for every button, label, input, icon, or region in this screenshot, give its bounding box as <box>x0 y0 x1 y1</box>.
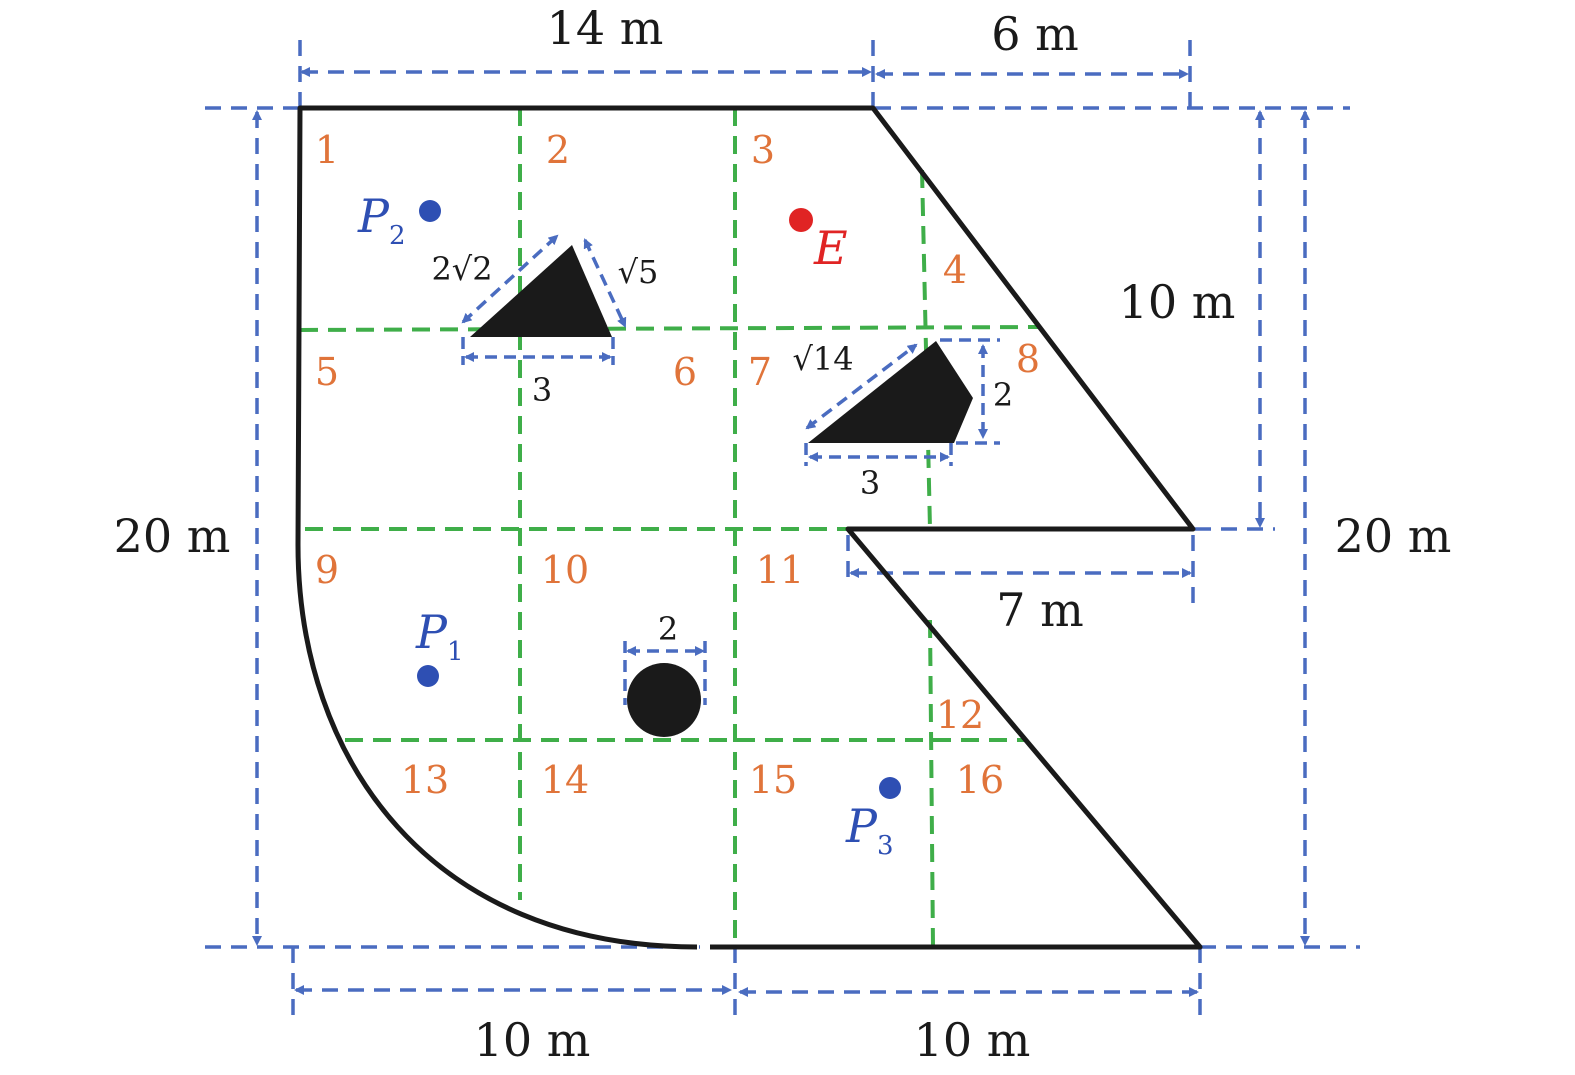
evader-e-label: E <box>813 221 848 275</box>
pursuer-p3-label: P3 <box>845 799 894 861</box>
label-20m-right: 20 m <box>1335 509 1452 563</box>
map-boundary <box>295 105 1203 950</box>
region-label-9: 9 <box>315 548 339 592</box>
label-20m-left: 20 m <box>114 509 231 563</box>
region-label-14: 14 <box>541 758 589 802</box>
agents: P2 P1 P3 E <box>357 189 901 861</box>
label-quad-base: 3 <box>860 464 880 502</box>
label-quad-diag: √14 <box>792 340 853 378</box>
pursuer-p2-label: P2 <box>357 189 406 251</box>
region-label-10: 10 <box>541 548 589 592</box>
pursuer-p3-dot <box>879 777 901 799</box>
label-tri-right: √5 <box>618 253 659 291</box>
label-tri-base: 3 <box>532 371 552 409</box>
evader-e-dot <box>789 208 813 232</box>
grid-h-1 <box>299 325 1041 332</box>
label-10m-bottom-left: 10 m <box>474 1013 591 1067</box>
region-label-13: 13 <box>401 758 449 802</box>
region-label-6: 6 <box>673 350 697 394</box>
region-labels: 1 2 3 4 5 6 7 8 9 10 11 12 13 14 15 16 <box>315 128 1040 802</box>
tri-right-arrow <box>583 238 627 328</box>
obstacles <box>470 245 973 737</box>
label-6m: 6 m <box>991 7 1079 61</box>
dimension-labels: 14 m 6 m 20 m 20 m 10 m 7 m 10 m 10 m 2√… <box>114 1 1452 1067</box>
region-label-2: 2 <box>546 128 570 172</box>
quad-diag-arrow <box>805 343 918 430</box>
region-label-16: 16 <box>956 758 1004 802</box>
boundary-outline <box>295 105 1203 950</box>
circle-obstacle <box>627 663 701 737</box>
region-label-1: 1 <box>315 128 339 172</box>
extension-lines <box>205 40 1360 1018</box>
region-label-3: 3 <box>751 128 775 172</box>
label-10m-right-upper: 10 m <box>1119 275 1236 329</box>
label-7m: 7 m <box>996 583 1084 637</box>
pursuer-p1-dot <box>417 665 439 687</box>
region-label-12: 12 <box>936 693 984 737</box>
region-label-5: 5 <box>315 350 339 394</box>
region-label-8: 8 <box>1016 337 1040 381</box>
label-14m: 14 m <box>547 1 664 55</box>
pursuer-p1-label: P1 <box>415 605 464 667</box>
region-label-4: 4 <box>943 248 967 292</box>
label-quad-height: 2 <box>993 376 1013 414</box>
grid-v-3b <box>928 619 935 948</box>
region-label-11: 11 <box>756 548 804 592</box>
region-label-15: 15 <box>749 758 797 802</box>
pursuer-p2-dot <box>419 200 441 222</box>
tri-left-arrow <box>461 234 559 324</box>
label-circle-diameter: 2 <box>658 610 678 648</box>
label-tri-left: 2√2 <box>431 250 492 288</box>
dimension-arrows <box>252 67 1310 997</box>
label-10m-bottom-right: 10 m <box>914 1013 1031 1067</box>
region-label-7: 7 <box>748 350 772 394</box>
obstacle-dimensions <box>461 234 1000 705</box>
